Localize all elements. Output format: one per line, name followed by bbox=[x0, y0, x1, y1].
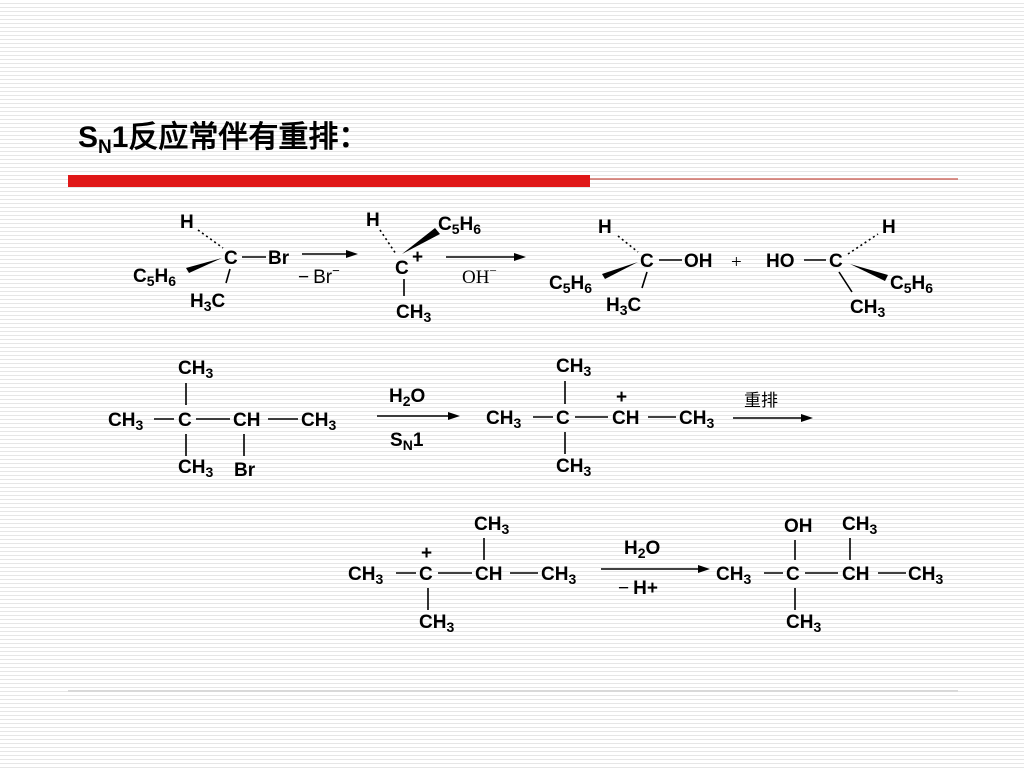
title-accent-line bbox=[590, 178, 958, 180]
hydrogen-label: H bbox=[598, 217, 612, 238]
hydrogen-label: H bbox=[366, 210, 380, 231]
methyl-label: CH3 bbox=[541, 564, 576, 587]
hydrogen-label: H bbox=[882, 217, 896, 238]
methyl-label: H3C bbox=[606, 295, 642, 318]
sn1-label: SN1 bbox=[390, 430, 424, 453]
methyl-label: CH3 bbox=[786, 612, 821, 635]
carbon-label: C bbox=[224, 248, 238, 269]
methyl-label: CH3 bbox=[178, 358, 213, 381]
reaction-1: H C Br C5H6 H3C −Br− H C5H6 bbox=[133, 210, 933, 325]
methyl-label: CH3 bbox=[486, 408, 521, 431]
methine-label: CH bbox=[233, 410, 260, 431]
water-label: H2O bbox=[624, 538, 660, 561]
methyl-label: H3C bbox=[190, 291, 226, 314]
positive-charge: + bbox=[421, 543, 432, 564]
reaction-arrow-3: H2O −H+ bbox=[601, 538, 710, 599]
quaternary-carbon-label: C bbox=[556, 408, 570, 429]
methyl-label: CH3 bbox=[556, 456, 591, 479]
hydroxyl-label: HO bbox=[766, 251, 795, 272]
positive-charge: + bbox=[616, 387, 627, 408]
product-1-alcohol: H C OH C5H6 H3C bbox=[549, 217, 713, 318]
footer-rule bbox=[68, 690, 958, 692]
methine-label: CH bbox=[842, 564, 869, 585]
rearrangement-label: 重排 bbox=[744, 391, 778, 411]
methyl-label: CH3 bbox=[556, 356, 591, 379]
cation-carbon-label: C bbox=[419, 564, 433, 585]
bromine-label: Br bbox=[234, 460, 256, 481]
carbocation-1: H C5H6 C + CH3 bbox=[366, 210, 481, 325]
methyl-label: CH3 bbox=[301, 410, 336, 433]
methyl-label: CH3 bbox=[108, 410, 143, 433]
hydroxide-label: OH− bbox=[462, 263, 497, 288]
loss-of-bromide-label: −Br− bbox=[298, 263, 340, 288]
hydrogen-label: H bbox=[180, 212, 194, 233]
methyl-label: CH3 bbox=[679, 408, 714, 431]
hydroxyl-label: OH bbox=[684, 251, 713, 272]
phenyl-label: C5H6 bbox=[890, 273, 933, 296]
reaction-arrow-2b: 重排 bbox=[733, 391, 813, 422]
reaction-arrow-1b: OH− bbox=[446, 253, 526, 288]
carbon-label: C bbox=[640, 251, 654, 272]
positive-charge: + bbox=[412, 247, 423, 268]
bromine-label: Br bbox=[268, 248, 290, 269]
carbinol-carbon-label: C bbox=[786, 564, 800, 585]
carbon-label: C bbox=[829, 251, 843, 272]
methyl-label: CH3 bbox=[474, 514, 509, 537]
plus-sign: + bbox=[731, 252, 742, 273]
loss-of-proton-label: −H+ bbox=[618, 578, 658, 599]
carbocation-2-secondary: CH3 CH3 C CH + CH3 CH3 bbox=[486, 356, 714, 479]
reaction-arrow-2a: H2O SN1 bbox=[377, 386, 460, 453]
quaternary-carbon-label: C bbox=[178, 410, 192, 431]
phenyl-label: C5H6 bbox=[438, 214, 481, 237]
methyl-label: CH3 bbox=[850, 297, 885, 320]
reaction-2: CH3 CH3 C CH CH3 CH3 Br H2O SN1 bbox=[108, 356, 813, 481]
product-3-alcohol: OH CH3 CH3 C CH CH3 CH3 bbox=[716, 514, 943, 635]
methyl-label: CH3 bbox=[348, 564, 383, 587]
methyl-label: CH3 bbox=[396, 302, 431, 325]
reactant-2-bromide: CH3 CH3 C CH CH3 CH3 Br bbox=[108, 358, 336, 481]
phenyl-label: C5H6 bbox=[133, 266, 176, 289]
hydroxyl-label: OH bbox=[784, 516, 813, 537]
cation-carbon-label: CH bbox=[612, 408, 639, 429]
reaction-arrow-1a: −Br− bbox=[298, 250, 358, 288]
product-2-alcohol: HO C H C5H6 CH3 bbox=[766, 217, 933, 320]
methyl-label: CH3 bbox=[842, 514, 877, 537]
water-label: H2O bbox=[389, 386, 425, 409]
methyl-label: CH3 bbox=[178, 457, 213, 480]
methyl-label: CH3 bbox=[908, 564, 943, 587]
methyl-label: CH3 bbox=[419, 612, 454, 635]
reaction-3: CH3 + CH3 C CH CH3 CH3 H2O −H+ OH bbox=[348, 514, 943, 635]
cation-carbon-label: C bbox=[395, 258, 409, 279]
reactant-1-bromide: H C Br C5H6 H3C bbox=[133, 212, 290, 314]
methine-label: CH bbox=[475, 564, 502, 585]
carbocation-3-tertiary: CH3 + CH3 C CH CH3 CH3 bbox=[348, 514, 576, 635]
methyl-label: CH3 bbox=[716, 564, 751, 587]
title-accent-bar bbox=[68, 175, 590, 187]
slide-title: SN1反应常伴有重排： bbox=[78, 121, 369, 158]
phenyl-label: C5H6 bbox=[549, 273, 592, 296]
